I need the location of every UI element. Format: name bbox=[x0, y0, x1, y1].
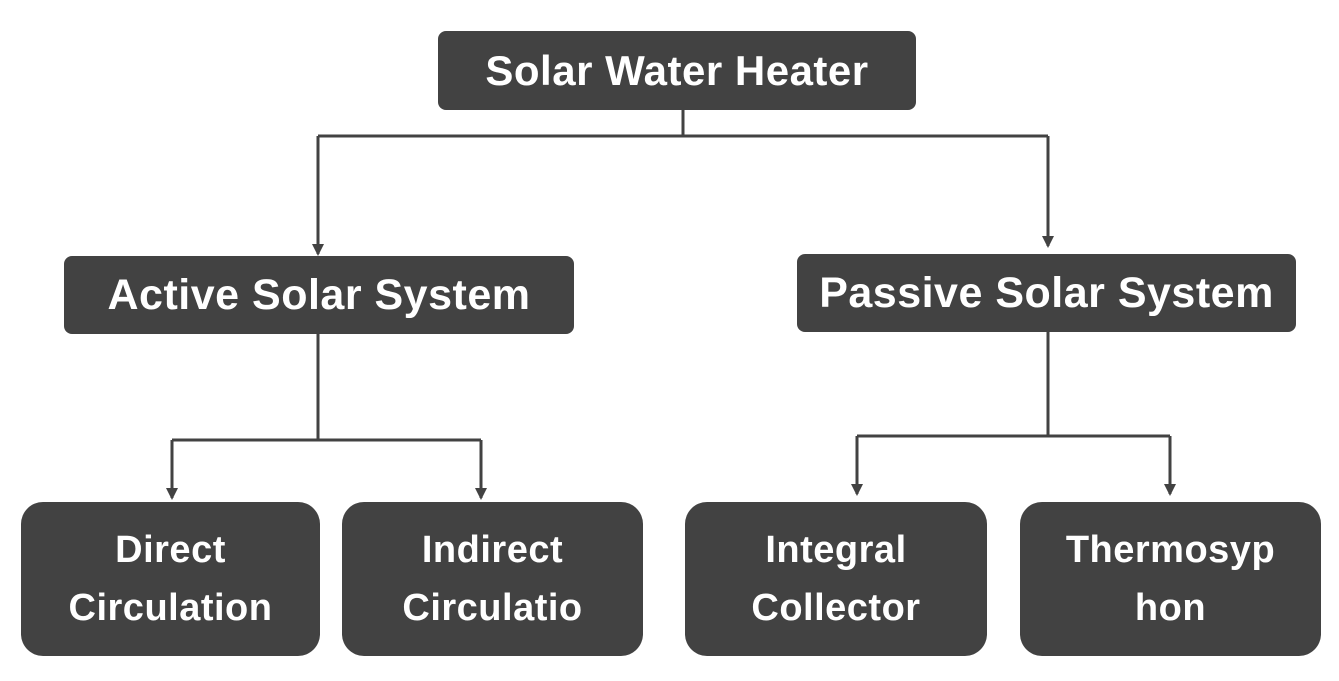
arrowhead-indirect bbox=[475, 488, 487, 500]
node-passive-solar-system: Passive Solar System bbox=[797, 254, 1296, 332]
node-label-line: Circulatio bbox=[402, 587, 583, 629]
node-label-line: Indirect bbox=[421, 529, 564, 571]
node-integral-collector: Integral Collector bbox=[685, 502, 987, 656]
node-label-line: Thermosyp bbox=[1065, 529, 1276, 571]
node-label: Solar Water Heater bbox=[485, 46, 869, 94]
node-solar-water-heater: Solar Water Heater bbox=[438, 31, 916, 110]
node-thermosyphon: Thermosyp hon bbox=[1020, 502, 1321, 656]
arrowhead-direct bbox=[166, 488, 178, 500]
node-label-line: hon bbox=[1134, 587, 1207, 629]
node-label-line: Collector bbox=[751, 587, 921, 629]
node-label-line: Integral bbox=[765, 529, 907, 571]
node-indirect-circulation: Indirect Circulatio bbox=[342, 502, 643, 656]
arrowhead-integral bbox=[851, 484, 863, 496]
node-label-line: Direct bbox=[115, 529, 226, 571]
node-active-solar-system: Active Solar System bbox=[64, 256, 574, 334]
arrowhead-passive bbox=[1042, 236, 1054, 248]
arrowhead-active bbox=[312, 244, 324, 256]
node-label: Active Solar System bbox=[107, 270, 531, 319]
node-label: Passive Solar System bbox=[819, 268, 1274, 317]
node-label-line: Circulation bbox=[68, 587, 273, 629]
arrowhead-thermo bbox=[1164, 484, 1176, 496]
node-direct-circulation: Direct Circulation bbox=[21, 502, 320, 656]
